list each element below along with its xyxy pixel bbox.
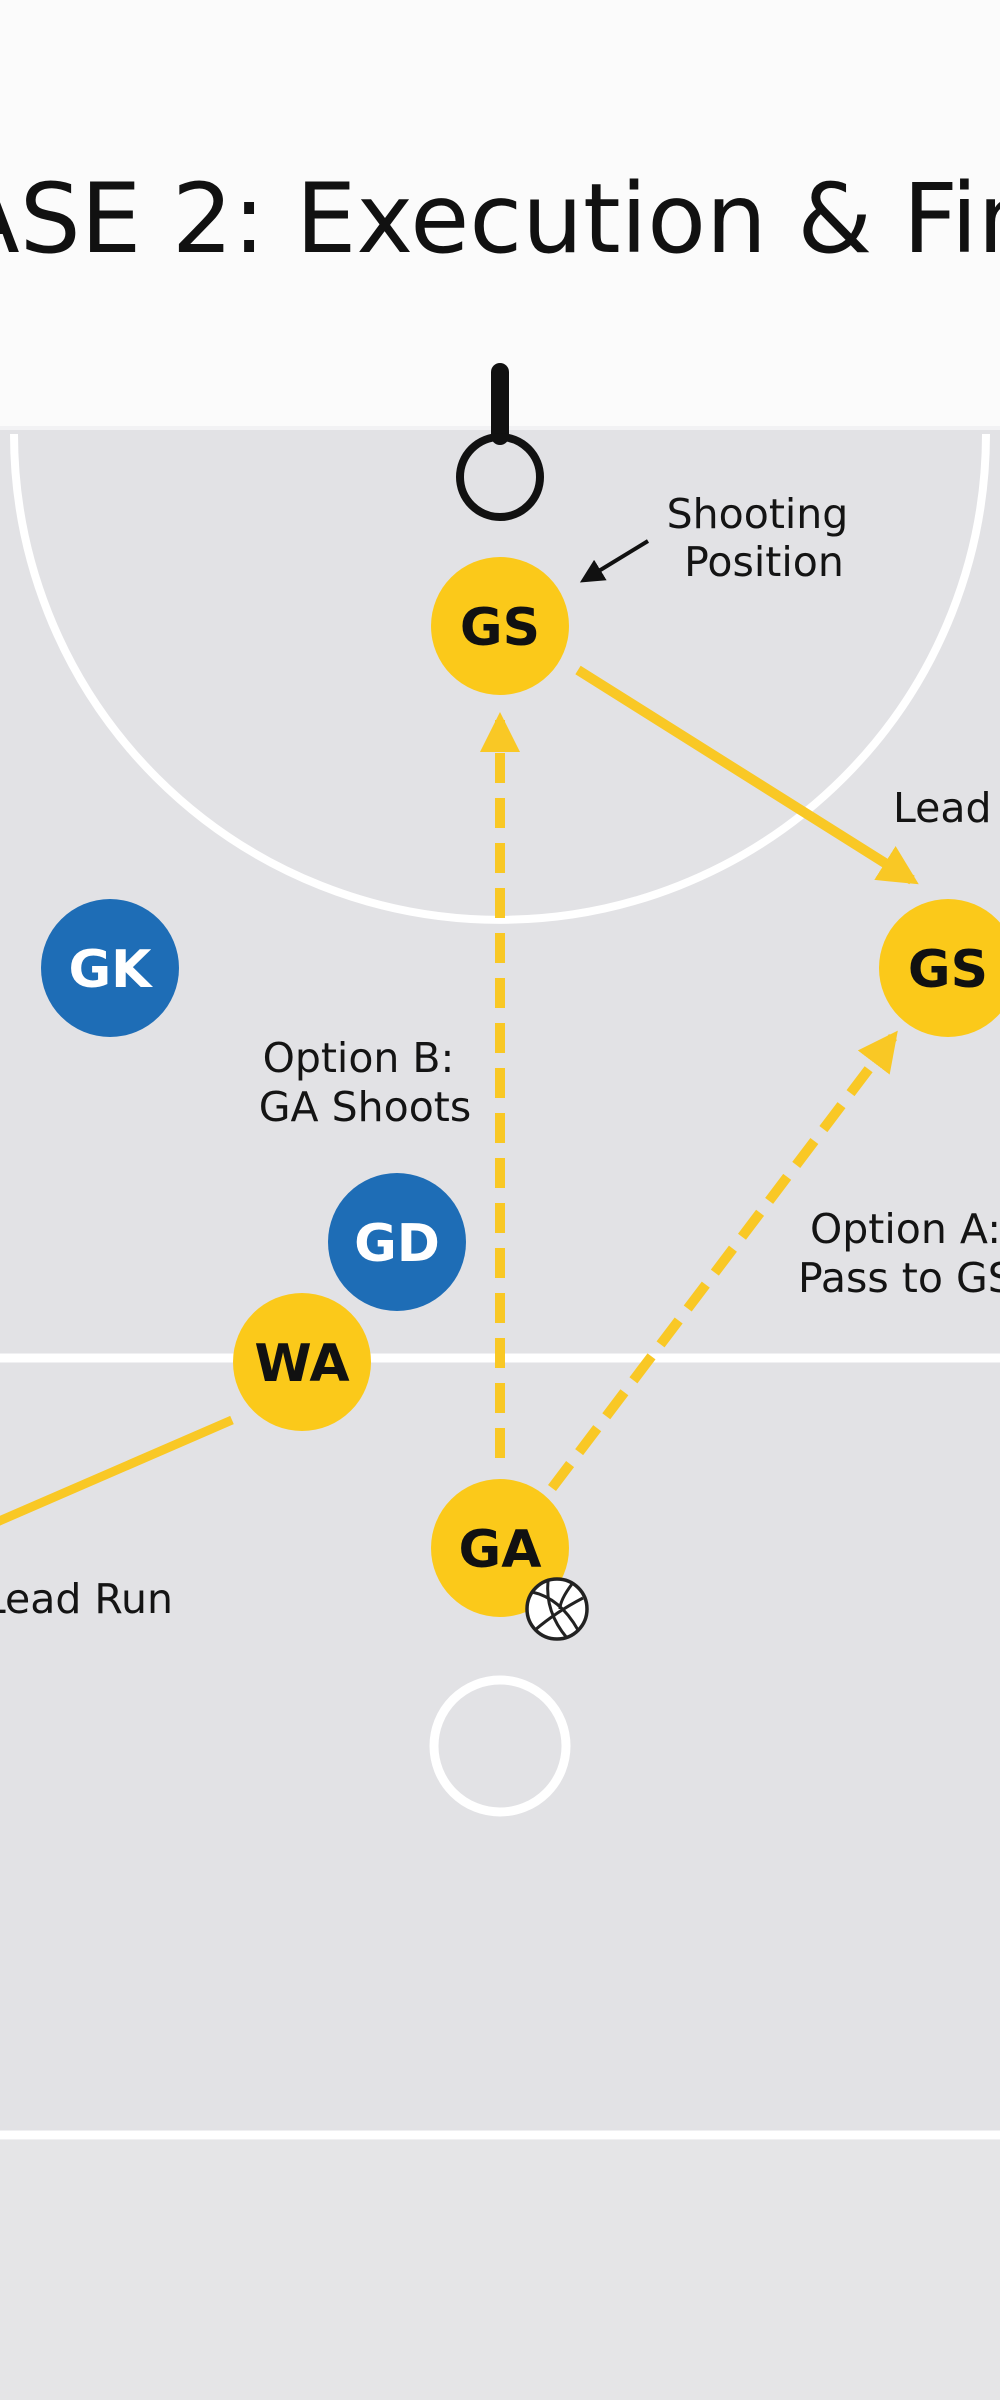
players: GS GS GK GD WA GA (41, 557, 1000, 1617)
player-gs-lead-label: GS (908, 940, 988, 1000)
player-ga-label: GA (459, 1520, 542, 1580)
option-a-note: Option A: Pass to GS (798, 1205, 1000, 1302)
player-gs-start: GS (431, 557, 569, 695)
option-b-note-line-1: Option B: (263, 1034, 455, 1082)
option-a-note-line-1: Option A: (810, 1205, 1000, 1253)
shooting-position-pointer (579, 539, 650, 583)
goal-ring (456, 433, 544, 521)
page-title: PHASE 2: Execution & Finish (0, 163, 1000, 275)
player-wa-marker (233, 1293, 371, 1431)
option-a-note-line-2: Pass to GS (798, 1254, 1000, 1302)
player-gs-lead-marker (879, 899, 1000, 1037)
player-gs-start-label: GS (460, 598, 540, 658)
wa-lead-run-line (0, 1415, 234, 1526)
shooting-circle-line (10, 433, 990, 924)
shooting-position-note: Shooting Position (667, 490, 862, 586)
centre-circle (429, 1675, 571, 1817)
wa-lead-run-note: Lead Run (0, 1575, 173, 1623)
player-ga: GA (431, 1479, 569, 1617)
player-gd: GD (328, 1173, 466, 1311)
player-gk: GK (41, 899, 179, 1037)
option-b-note-line-2: GA Shoots (259, 1083, 471, 1131)
gs-lead-note-line-1: Lead (893, 784, 992, 832)
shooting-position-note-line-1: Shooting (667, 490, 849, 538)
netball-icon (525, 1577, 589, 1641)
goal-post (456, 363, 544, 521)
gs-lead-note: Lead (893, 784, 992, 832)
gs-lead-run-arrow (575, 665, 919, 885)
player-gs-start-marker (431, 557, 569, 695)
player-gk-label: GK (69, 940, 154, 1000)
annotations: Shooting Position Lead Option B: GA Shoo… (0, 490, 1000, 1623)
player-gk-marker (41, 899, 179, 1037)
off-court-area (0, 2140, 1000, 2400)
player-wa: WA (233, 1293, 371, 1431)
movement-arrows (0, 539, 919, 1526)
option-b-note: Option B: GA Shoots (259, 1034, 471, 1131)
player-gd-marker (328, 1173, 466, 1311)
option-a-pass-arrow (548, 1030, 898, 1492)
player-ga-marker (431, 1479, 569, 1617)
player-gd-label: GD (354, 1214, 440, 1274)
shooting-position-note-line-2: Position (684, 538, 844, 586)
player-wa-label: WA (254, 1334, 349, 1394)
player-gs-lead: GS (879, 899, 1000, 1037)
wa-lead-run-note-line-1: Lead Run (0, 1575, 173, 1623)
